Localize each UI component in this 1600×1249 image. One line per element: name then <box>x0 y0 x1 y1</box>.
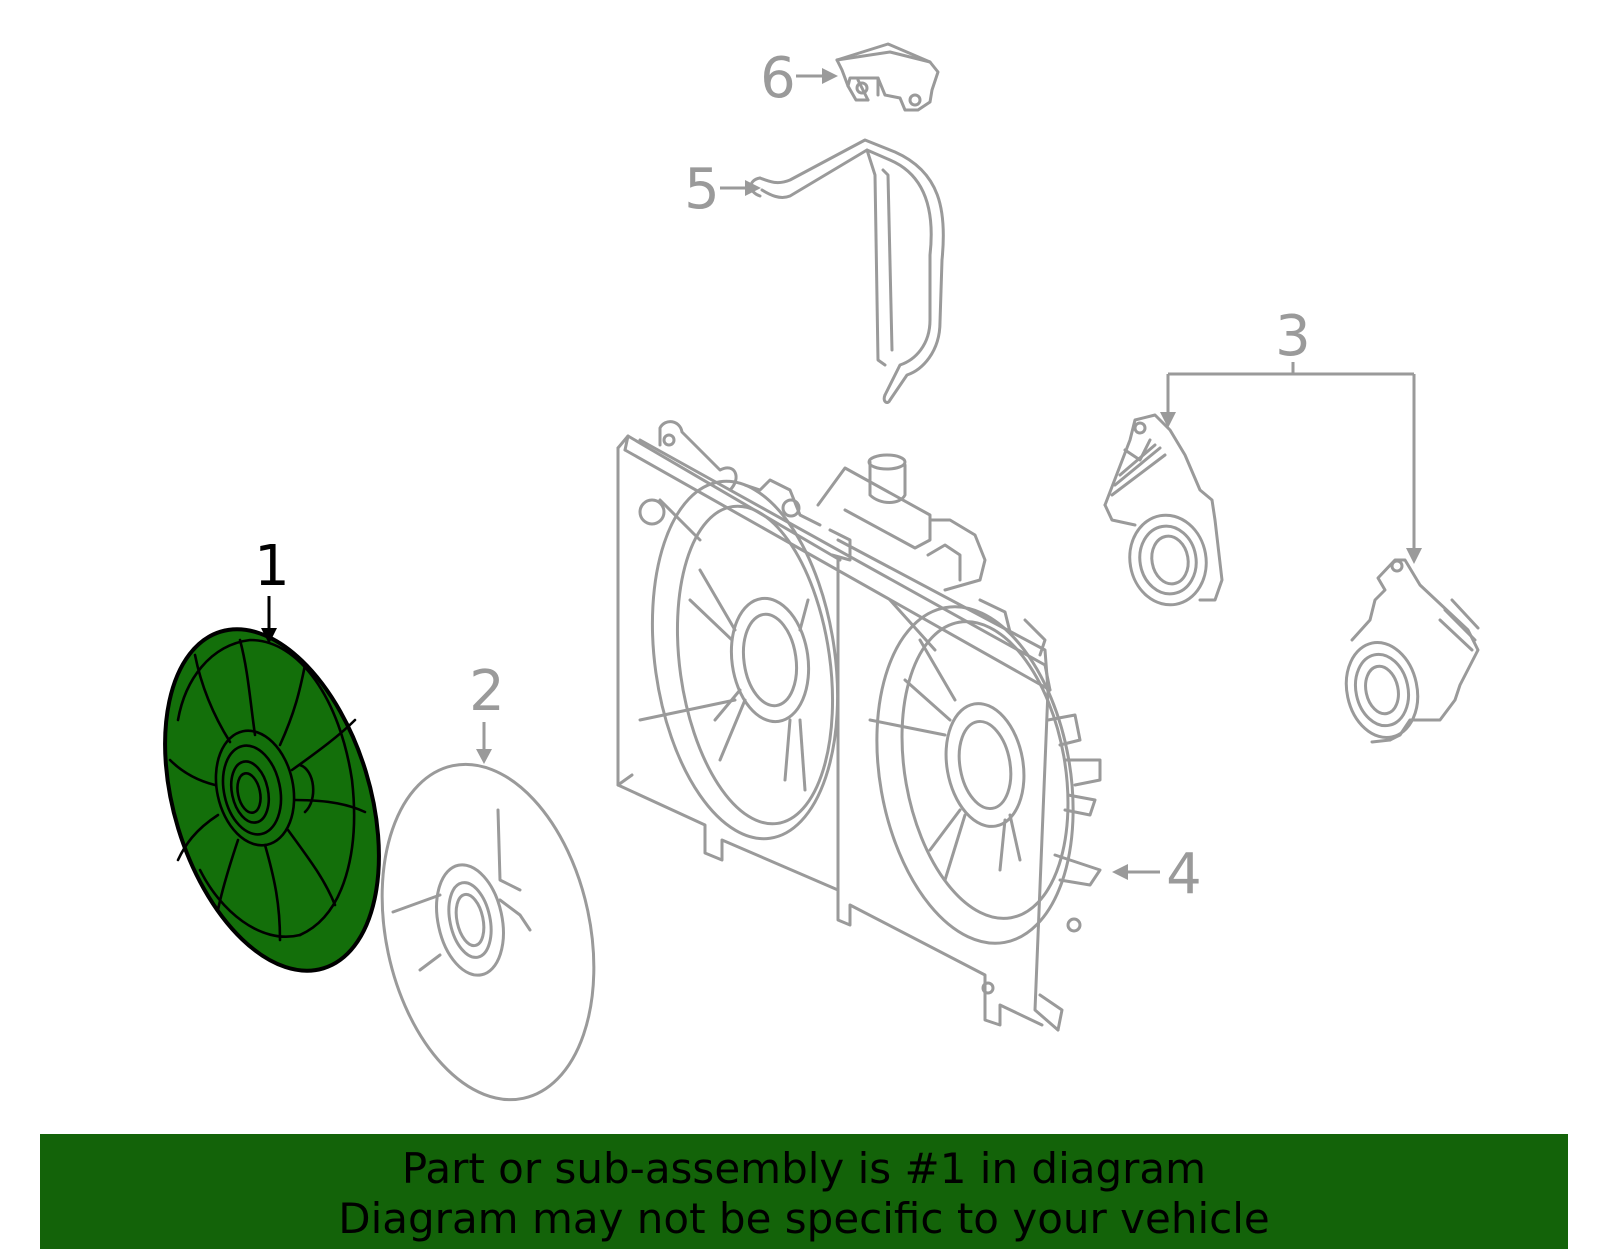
callout-6-label: 6 <box>760 46 796 111</box>
callout-3: 3 <box>1160 304 1422 564</box>
banner-line-1: Part or sub-assembly is #1 in diagram <box>401 1143 1207 1193</box>
part-1-fan-highlighted[interactable] <box>127 603 417 997</box>
callout-6: 6 <box>760 46 838 111</box>
callout-5-label: 5 <box>684 157 720 222</box>
callout-3-label: 3 <box>1275 304 1311 369</box>
callout-4-label: 4 <box>1166 842 1202 907</box>
part-5-hose[interactable] <box>749 138 945 404</box>
part-3-fan-motors[interactable] <box>1103 413 1480 744</box>
part-4-fan-assembly[interactable] <box>616 420 1102 1032</box>
callout-1-label: 1 <box>254 534 290 599</box>
part-6-clip[interactable] <box>835 42 940 112</box>
info-banner: Part or sub-assembly is #1 in diagram Di… <box>40 1134 1568 1249</box>
banner-line-2: Diagram may not be specific to your vehi… <box>338 1193 1270 1243</box>
callout-1: 1 <box>254 534 290 644</box>
callout-2-label: 2 <box>469 659 505 724</box>
callout-4: 4 <box>1112 842 1202 907</box>
callout-2: 2 <box>469 659 505 764</box>
callout-5: 5 <box>684 157 761 222</box>
part-2-fan-shroud[interactable] <box>353 745 623 1120</box>
